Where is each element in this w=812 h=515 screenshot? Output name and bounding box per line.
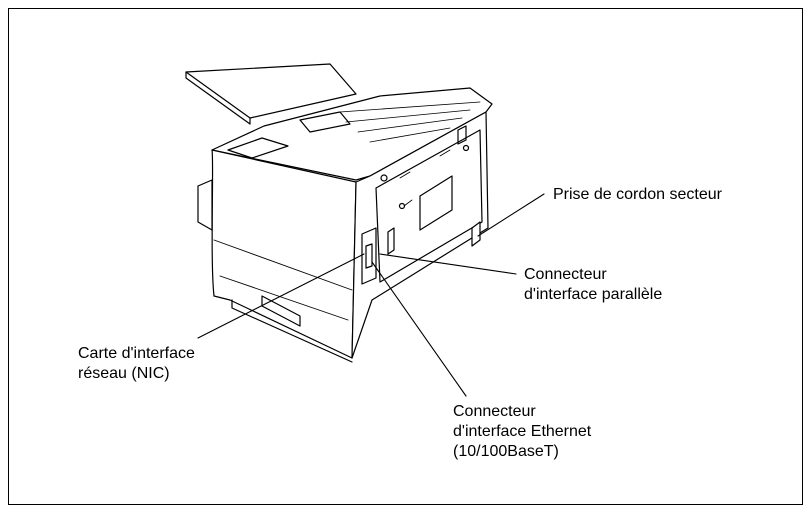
side-panel <box>197 149 357 363</box>
rear-panel <box>351 111 489 359</box>
figure-frame <box>8 8 803 505</box>
label-nic-card: Carte d'interface réseau (NIC) <box>78 345 195 382</box>
label-parallel-connector: Connecteur d'interface parallèle <box>524 266 663 303</box>
leader-lines <box>197 193 545 397</box>
label-ethernet-connector: Connecteur d'interface Ethernet (10/100B… <box>453 403 592 460</box>
label-power-cord-socket: Prise de cordon secteur <box>553 186 722 203</box>
paper-tray <box>185 63 357 125</box>
top-cover <box>211 87 493 181</box>
